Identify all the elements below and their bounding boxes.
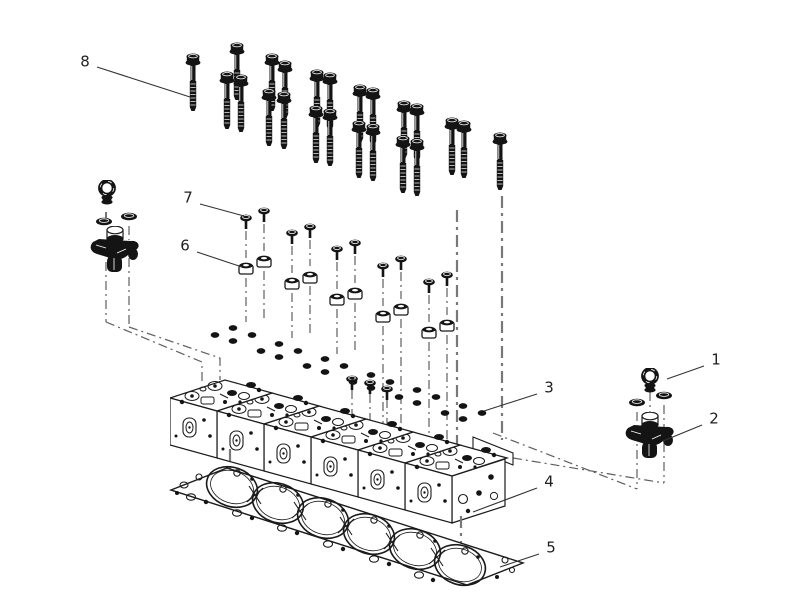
callout-5: 5 bbox=[546, 539, 556, 557]
leader-5 bbox=[499, 553, 540, 568]
head-gasket-group bbox=[168, 465, 526, 587]
bracket bbox=[91, 226, 139, 272]
cylinder-head-group bbox=[170, 380, 514, 524]
nut bbox=[348, 288, 362, 299]
callout-2: 2 bbox=[709, 410, 719, 428]
head-bolt bbox=[457, 121, 472, 179]
callout-8: 8 bbox=[80, 53, 90, 71]
head-bolt bbox=[493, 133, 508, 191]
gasket-holes bbox=[175, 469, 516, 583]
callout-6: 6 bbox=[180, 237, 190, 255]
washer bbox=[121, 213, 137, 221]
nut bbox=[376, 311, 390, 322]
nut bbox=[239, 263, 253, 274]
callout-3: 3 bbox=[544, 379, 554, 397]
washer bbox=[656, 392, 672, 400]
nut bbox=[303, 272, 317, 283]
head-bolt bbox=[323, 109, 338, 167]
nut bbox=[330, 294, 344, 305]
head-bolt bbox=[262, 89, 277, 147]
right-lifting-assembly bbox=[492, 369, 674, 490]
small-bolt bbox=[240, 215, 252, 229]
nut bbox=[285, 278, 299, 289]
leader-7 bbox=[199, 203, 245, 217]
callout-7: 7 bbox=[183, 189, 193, 207]
head-bolt bbox=[410, 139, 425, 197]
gasket-cross-links bbox=[246, 485, 446, 567]
leader-4 bbox=[472, 487, 538, 513]
small-bolt bbox=[304, 224, 316, 238]
small-bolt bbox=[331, 246, 343, 260]
head-bolts-group bbox=[186, 43, 508, 197]
bracket bbox=[626, 412, 674, 458]
small-bolt bbox=[423, 279, 435, 293]
left-lifting-assembly bbox=[91, 181, 221, 384]
nut bbox=[440, 320, 454, 331]
small-bolt bbox=[377, 263, 389, 277]
small-bolt bbox=[441, 272, 453, 286]
small-bolt bbox=[349, 240, 361, 254]
nut bbox=[257, 256, 271, 267]
head-bolt bbox=[309, 106, 324, 164]
head-bolt bbox=[366, 124, 381, 182]
washer bbox=[96, 218, 112, 226]
leader-3 bbox=[483, 393, 538, 412]
head-bolt bbox=[277, 92, 292, 150]
small-bolt bbox=[286, 230, 298, 244]
bolt-alignment-lines bbox=[455, 196, 504, 452]
lifting-eye bbox=[643, 369, 657, 392]
head-bolt bbox=[220, 72, 235, 130]
head-bolt bbox=[445, 118, 460, 176]
leader-6 bbox=[196, 251, 243, 268]
pedestal-studs-group bbox=[346, 376, 393, 428]
callout-1: 1 bbox=[711, 351, 721, 369]
washer bbox=[629, 399, 645, 407]
leader-8 bbox=[96, 66, 191, 98]
callout-4: 4 bbox=[544, 473, 554, 491]
leader-1 bbox=[666, 365, 705, 380]
head-bolt bbox=[396, 136, 411, 194]
nut bbox=[422, 327, 436, 338]
small-bolt bbox=[395, 256, 407, 270]
leader-2 bbox=[662, 424, 703, 442]
lifting-eye bbox=[100, 181, 114, 204]
head-bolt bbox=[234, 75, 249, 133]
small-bolt bbox=[258, 208, 270, 222]
head-bolt bbox=[186, 54, 201, 112]
callouts-group: 8 7 6 1 2 3 4 5 bbox=[80, 53, 721, 568]
nut bbox=[394, 304, 408, 315]
head-bolt bbox=[352, 121, 367, 179]
